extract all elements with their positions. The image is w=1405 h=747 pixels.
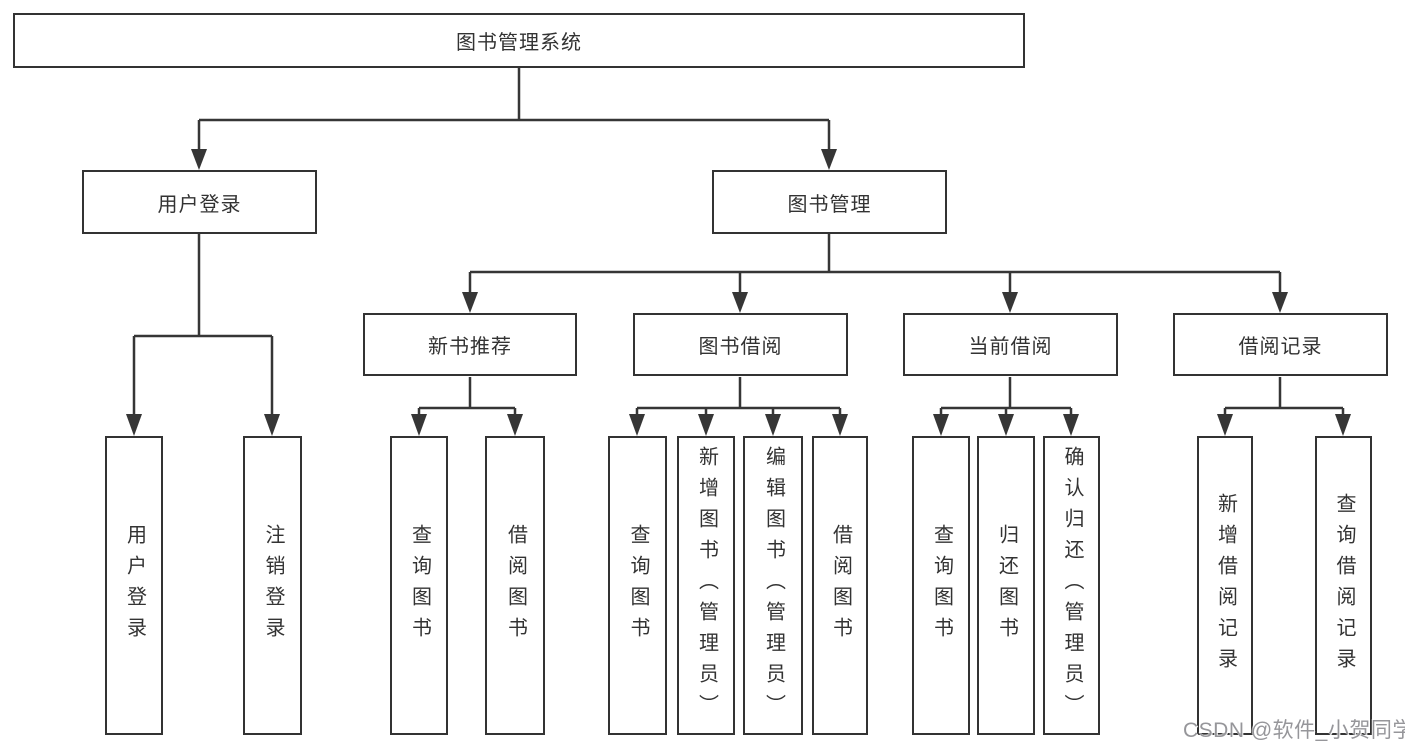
leaf-borrow-query-books-label: 查询图书 xyxy=(627,523,649,648)
leaf-current-return-books: 归还图书 xyxy=(977,436,1035,735)
arrowhead xyxy=(629,414,645,436)
connector-newbook-split xyxy=(417,377,517,416)
csdn-watermark: CSDN @软件_小贺同学 xyxy=(1183,719,1405,742)
connector-borrowrecords-split xyxy=(1223,377,1345,416)
leaf-records-query-record-label: 查询借阅记录 xyxy=(1333,492,1355,679)
leaf-borrow-edit-books-admin: 编辑图书（管理员） xyxy=(743,436,803,735)
leaf-borrow-add-books-admin: 新增图书（管理员） xyxy=(677,436,735,735)
arrowhead xyxy=(1002,292,1018,313)
leaf-newbook-borrow-books: 借阅图书 xyxy=(485,436,545,735)
arrowhead xyxy=(1335,414,1351,436)
arrowhead xyxy=(732,292,748,313)
arrowhead xyxy=(191,149,207,170)
connector-bookborrow-split xyxy=(635,377,842,416)
node-book-mgmt: 图书管理 xyxy=(712,170,947,234)
leaf-borrow-borrow-books: 借阅图书 xyxy=(812,436,868,735)
node-book-mgmt-label: 图书管理 xyxy=(787,193,872,216)
connector-bookmgmt-split xyxy=(468,234,1282,295)
leaf-current-query-books-label: 查询图书 xyxy=(930,523,953,648)
node-root-label: 图书管理系统 xyxy=(456,32,582,54)
connector-root-split xyxy=(197,68,831,152)
arrowhead xyxy=(933,414,949,436)
arrowhead xyxy=(264,414,280,436)
connector-userlogin-split xyxy=(132,234,274,416)
node-user-login-label: 用户登录 xyxy=(157,193,242,216)
leaf-borrow-edit-books-admin-label: 编辑图书（管理员） xyxy=(762,446,785,725)
leaf-borrow-add-books-admin-label: 新增图书（管理员） xyxy=(695,446,718,725)
node-current-borrow: 当前借阅 xyxy=(903,313,1118,376)
leaf-newbook-query-books-label: 查询图书 xyxy=(408,523,431,648)
arrowhead xyxy=(832,414,848,436)
node-current-borrow-label: 当前借阅 xyxy=(968,336,1053,358)
node-book-borrow-label: 图书借阅 xyxy=(698,336,783,358)
node-borrow-records-label: 借阅记录 xyxy=(1238,336,1323,358)
leaf-borrow-borrow-books-label: 借阅图书 xyxy=(829,523,852,648)
arrowhead xyxy=(1063,414,1079,436)
leaf-current-query-books: 查询图书 xyxy=(912,436,970,735)
leaf-logout-label: 注销登录 xyxy=(262,523,284,648)
node-root: 图书管理系统 xyxy=(13,13,1025,68)
arrowhead xyxy=(507,414,523,436)
leaf-logout: 注销登录 xyxy=(243,436,302,735)
leaf-records-query-record: 查询借阅记录 xyxy=(1315,436,1372,735)
node-new-book-label: 新书推荐 xyxy=(428,336,512,358)
leaf-user-login: 用户登录 xyxy=(105,436,163,735)
arrowhead xyxy=(821,149,837,170)
leaf-records-add-record-label: 新增借阅记录 xyxy=(1214,492,1237,679)
leaf-current-return-books-label: 归还图书 xyxy=(995,523,1018,648)
leaf-current-confirm-return-admin-label: 确认归还（管理员） xyxy=(1061,446,1083,725)
arrowhead xyxy=(1217,414,1233,436)
arrowhead xyxy=(126,414,142,436)
arrowhead xyxy=(765,414,781,436)
node-new-book: 新书推荐 xyxy=(363,313,577,376)
node-user-login: 用户登录 xyxy=(82,170,317,234)
node-book-borrow: 图书借阅 xyxy=(633,313,848,376)
leaf-user-login-label: 用户登录 xyxy=(123,523,146,648)
leaf-newbook-query-books: 查询图书 xyxy=(390,436,448,735)
node-borrow-records: 借阅记录 xyxy=(1173,313,1388,376)
connector-currentborrow-split xyxy=(939,377,1073,416)
arrowhead xyxy=(462,292,478,313)
leaf-current-confirm-return-admin: 确认归还（管理员） xyxy=(1043,436,1100,735)
arrowhead xyxy=(411,414,427,436)
arrowhead xyxy=(1272,292,1288,313)
arrowhead xyxy=(698,414,714,436)
arrowhead xyxy=(998,414,1014,436)
leaf-records-add-record: 新增借阅记录 xyxy=(1197,436,1253,735)
leaf-newbook-borrow-books-label: 借阅图书 xyxy=(504,523,527,648)
leaf-borrow-query-books: 查询图书 xyxy=(608,436,667,735)
